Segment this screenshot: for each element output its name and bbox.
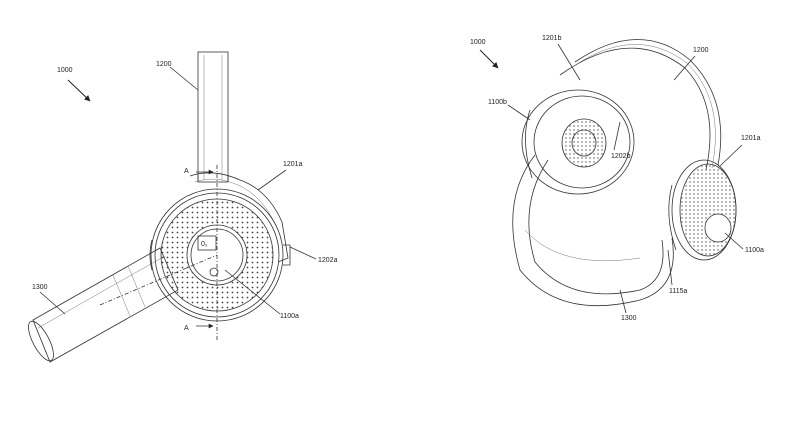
right-label-earcup-b: 1201b (542, 35, 562, 42)
left-boom-arm (28, 247, 179, 363)
left-label-headband: 1200 (156, 61, 172, 68)
right-label-edge-b: 1202b (611, 153, 631, 160)
right-leader-earcup-b (557, 43, 581, 81)
right-label-speaker-a: 1100a (745, 247, 764, 254)
right-leader-earcup-a (719, 144, 743, 167)
left-label-earcup-edge: 1202a (318, 257, 338, 264)
right-label-speaker-b: 1100b (488, 99, 507, 106)
section-marker-top: A (184, 168, 189, 175)
left-figure-ref-arrow (67, 79, 91, 102)
right-leader-speaker-b (507, 104, 531, 121)
section-marker-bottom: A (184, 325, 189, 332)
left-figure-ref-label: 1000 (57, 67, 73, 74)
right-leader-visor (619, 289, 627, 314)
right-leader-speaker-a (724, 232, 744, 250)
right-earcup-b (521, 89, 635, 195)
right-visor (512, 154, 674, 307)
right-figure-ref-label: 1000 (470, 39, 486, 46)
right-earcup-a (668, 159, 737, 261)
right-label-hinge: 1115a (669, 288, 688, 295)
right-label-earcup-a: 1201a (741, 135, 761, 142)
right-view: 1000 1201b (470, 35, 764, 322)
left-label-earcup-outer: 1201a (283, 161, 303, 168)
right-leader-edge-b (613, 121, 621, 151)
left-boom-axis (99, 254, 218, 306)
left-leader-speaker (224, 269, 281, 315)
right-leader-hinge (667, 249, 673, 286)
left-label-speaker: 1100a (280, 313, 299, 320)
left-headband (189, 51, 289, 263)
left-label-boom: 1300 (32, 284, 48, 291)
left-leader-boom (39, 291, 66, 315)
left-view: 1000 0₁ (28, 51, 338, 363)
left-leader-earcup-outer (257, 169, 287, 191)
left-axis-label: 0₁ (201, 241, 208, 248)
left-earcup: 0₁ (149, 188, 291, 322)
right-label-visor: 1300 (621, 315, 637, 322)
right-figure-ref-arrow (479, 49, 499, 69)
right-label-headband: 1200 (693, 47, 709, 54)
right-leader-headband (673, 55, 696, 81)
left-leader-earcup-edge (289, 246, 317, 260)
left-leader-headband (169, 66, 199, 91)
